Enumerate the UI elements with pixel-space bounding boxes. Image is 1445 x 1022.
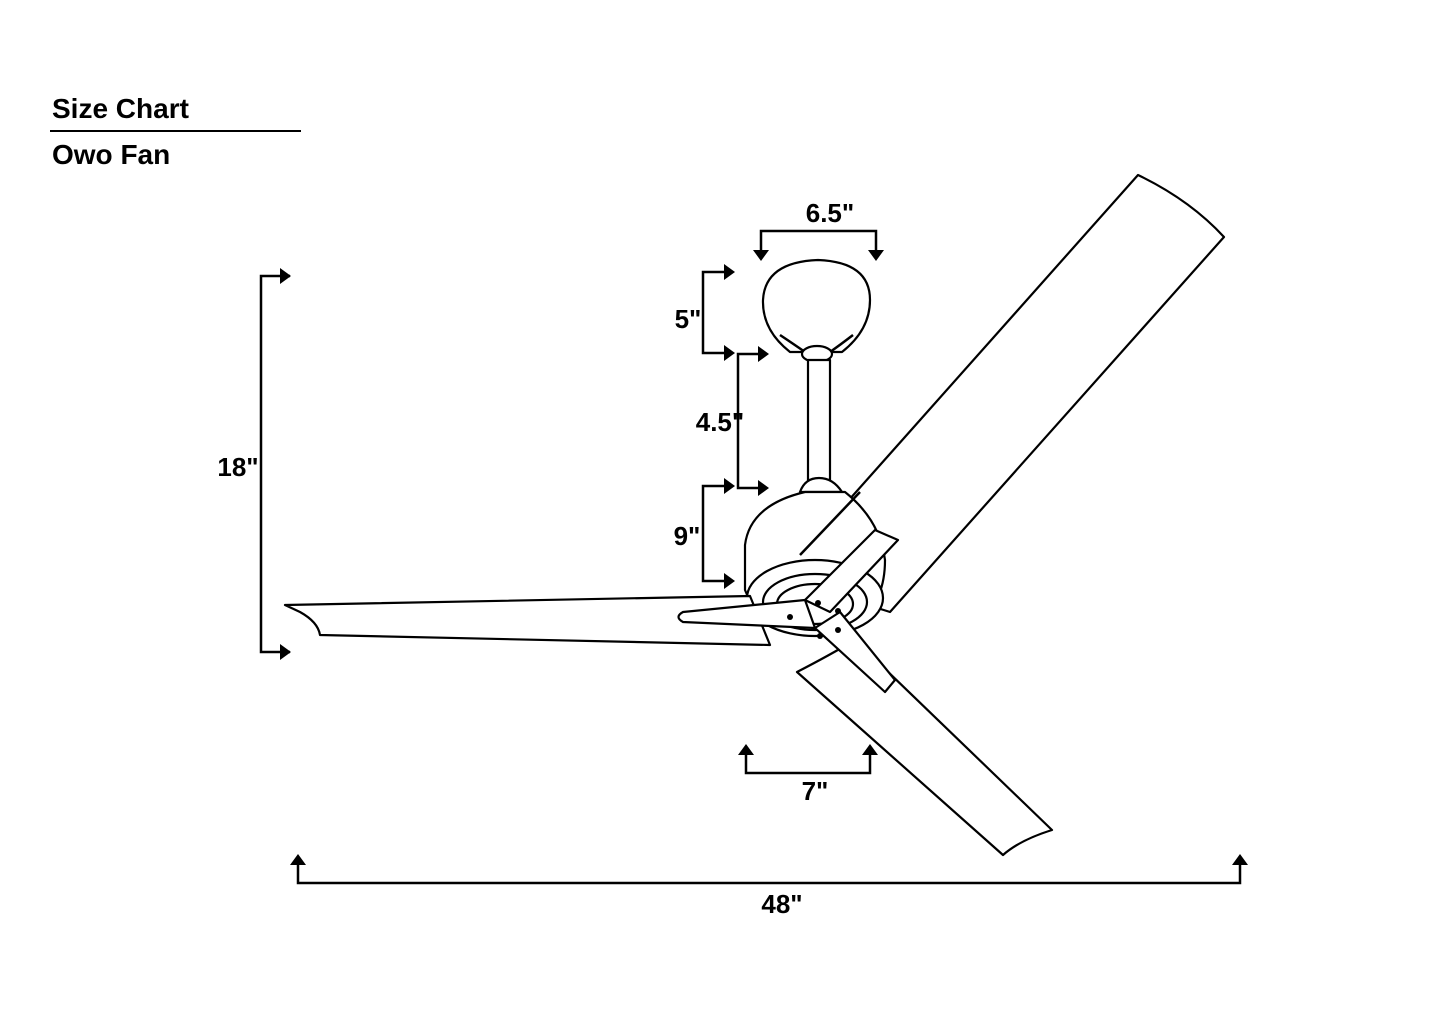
dimension-canopy-width: 6.5" xyxy=(753,198,884,261)
label-overall-height: 18" xyxy=(217,452,258,482)
blade-left xyxy=(283,594,772,647)
label-canopy-height: 5" xyxy=(675,304,702,334)
rod-coupler xyxy=(798,476,844,494)
ceiling-fan-illustration xyxy=(283,173,1226,857)
blade-arm-lower xyxy=(813,610,897,694)
chart-title: Size Chart xyxy=(52,93,189,124)
dimension-canopy-height: 5" xyxy=(675,264,735,361)
label-motor-width: 7" xyxy=(802,776,829,806)
downrod xyxy=(806,358,832,482)
label-blade-span: 48" xyxy=(761,889,802,919)
dimension-motor-height: 9" xyxy=(674,478,735,589)
dimension-blade-span: 48" xyxy=(290,854,1248,919)
canopy xyxy=(761,258,872,354)
label-downrod-length: 4.5" xyxy=(696,407,744,437)
blade-lower xyxy=(795,638,1054,857)
label-motor-height: 9" xyxy=(674,521,701,551)
blade-arm-left xyxy=(677,598,817,630)
dimension-overall-height: 18" xyxy=(217,268,291,660)
label-canopy-width: 6.5" xyxy=(806,198,854,228)
blade-arm-upper xyxy=(803,528,900,614)
dimension-motor-width: 7" xyxy=(738,744,878,806)
dimension-downrod-length: 4.5" xyxy=(696,346,769,496)
product-name: Owo Fan xyxy=(52,139,170,170)
